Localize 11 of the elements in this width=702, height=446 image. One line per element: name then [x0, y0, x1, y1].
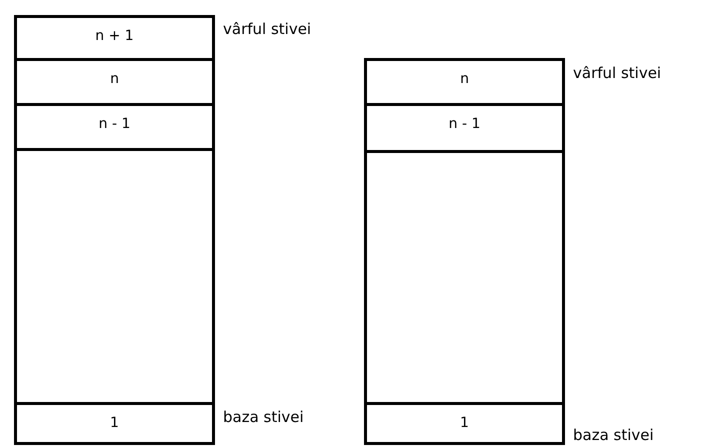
stack-cell: 1 [364, 402, 565, 445]
stack-cell: n - 1 [364, 103, 565, 153]
stack-label: baza stivei [223, 407, 304, 428]
stack-cell: n + 1 [14, 15, 215, 61]
stack-label: vârful stivei [223, 19, 312, 40]
stack-cell: n - 1 [14, 103, 215, 151]
stack-label: vârful stivei [573, 63, 662, 84]
stack-cell: n [364, 58, 565, 106]
stack-cell: n [14, 58, 215, 106]
stack-label: baza stivei [573, 425, 654, 446]
stack-cell: 1 [14, 402, 215, 445]
